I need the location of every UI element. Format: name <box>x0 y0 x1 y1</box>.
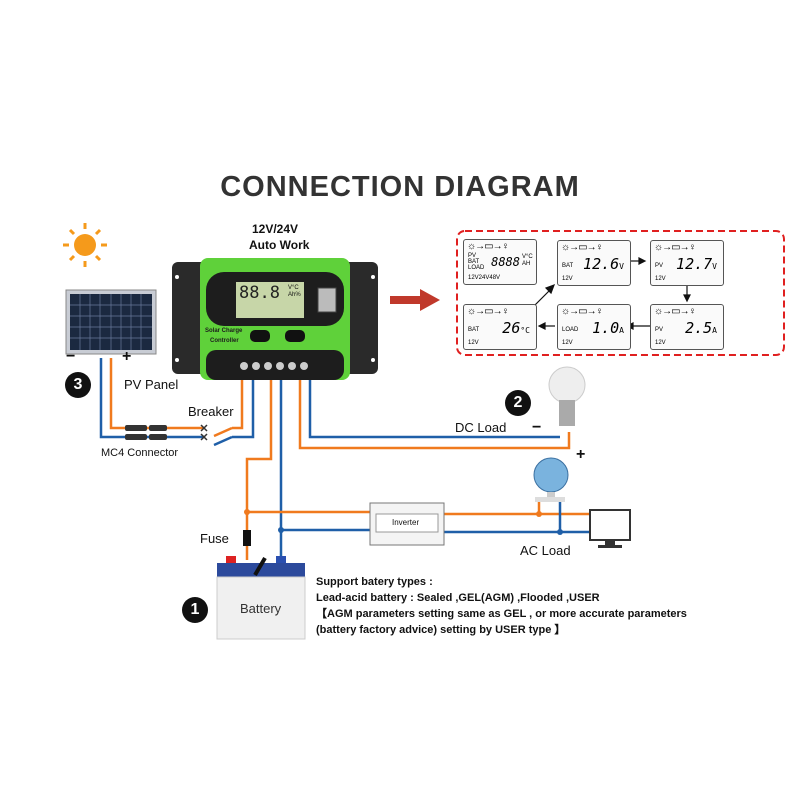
note-line: Support batery types : <box>316 576 433 588</box>
dc-plus: + <box>576 446 586 463</box>
controller-display-units: V°C Ah% <box>288 285 301 298</box>
light-bulb-icon <box>548 366 586 426</box>
controller-display: 88.8 <box>239 283 280 303</box>
lcd-screen-bat-voltage: ☼→▭→♀BAT 12.6V 12V <box>557 240 631 286</box>
badge-1: 1 <box>182 597 208 623</box>
lcd-screen-pv-current: ☼→▭→♀PV 2.5A 12V <box>650 304 724 350</box>
load-negative-wire <box>308 368 560 439</box>
ac-load-label: AC Load <box>520 543 571 558</box>
pv-negative-wire <box>99 358 204 439</box>
controller-brand-2: Controller <box>210 338 239 344</box>
note-line: Lead-acid battery : Sealed ,GEL(AGM) ,Fl… <box>316 592 600 604</box>
breaker-label: Breaker <box>188 404 234 419</box>
lcd-screen-bat-temperature: ☼→▭→♀BAT 26°C 12V <box>463 304 537 350</box>
pv-positive-wire <box>109 358 204 430</box>
pv-plus: + <box>122 348 132 365</box>
pv-panel-label: PV Panel <box>124 377 179 392</box>
lcd-screen-load-current: ☼→▭→♀LOAD 1.0A 12V <box>557 304 631 350</box>
page-title: CONNECTION DIAGRAM <box>220 171 580 203</box>
badge-3: 3 <box>65 372 91 398</box>
pv-minus: − <box>66 348 76 365</box>
breaker-icon <box>200 424 208 441</box>
battery-notes: Support batery types : Lead-acid battery… <box>316 574 687 638</box>
lcd-panel-frame <box>456 230 785 356</box>
controller-brand-1: Solar Charge <box>205 328 243 334</box>
controller-voltage: 12V/24V <box>252 222 299 236</box>
dc-minus: − <box>532 419 542 436</box>
note-line: (battery factory advice) setting by USER… <box>316 624 566 636</box>
mc4-connector-icon <box>125 425 167 440</box>
sun-icon <box>63 223 107 267</box>
solar-panel-icon <box>65 289 157 355</box>
inverter-label: Inverter <box>392 518 420 527</box>
red-arrow-icon <box>390 289 440 311</box>
fuse-icon <box>243 530 251 546</box>
monitor-icon <box>589 509 631 548</box>
lcd-overview: ☼→▭→♀ PV BAT LOAD 8888 V°C AH 12V24V48V <box>463 239 537 285</box>
badge-2: 2 <box>505 390 531 416</box>
battery-icon <box>216 556 306 640</box>
controller-mode: Auto Work <box>249 238 310 252</box>
mc4-label: MC4 Connector <box>101 447 179 459</box>
charge-controller <box>172 258 378 380</box>
fan-icon <box>533 457 569 502</box>
inverter <box>369 502 445 546</box>
battery-label: Battery <box>240 601 282 616</box>
dc-load-label: DC Load <box>455 420 507 435</box>
load-positive-wire <box>298 368 571 450</box>
lcd-screen-pv-voltage: ☼→▭→♀PV 12.7V 12V <box>650 240 724 286</box>
note-line: 【AGM parameters setting same as GEL , or… <box>316 608 687 620</box>
fuse-label: Fuse <box>200 531 229 546</box>
